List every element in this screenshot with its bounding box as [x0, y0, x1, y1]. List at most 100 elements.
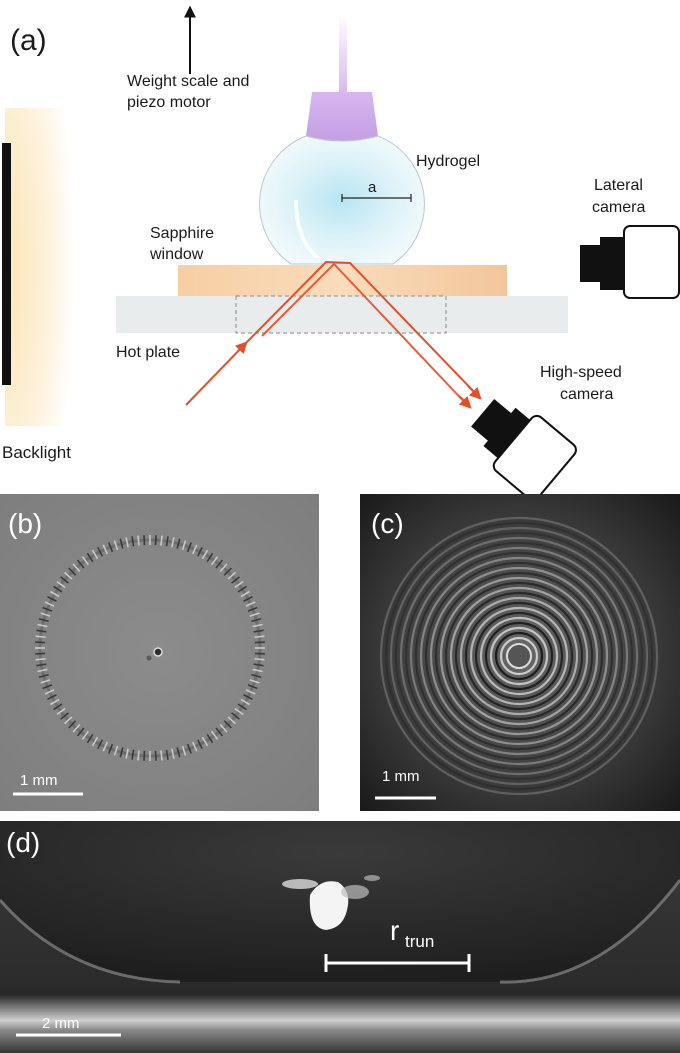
fringe-mark — [44, 601, 55, 607]
lateral-camera — [580, 225, 680, 299]
panel-c-label: (c) — [371, 508, 404, 539]
fringe-mark — [53, 703, 63, 711]
fringe-mark — [237, 585, 247, 593]
fringe-mark — [206, 552, 214, 563]
center-spot — [153, 647, 163, 657]
fringe-mark — [176, 747, 181, 758]
radius-label: a — [368, 179, 377, 196]
fringe-ring — [469, 606, 569, 706]
fringe-mark — [42, 684, 53, 690]
sapphire-window — [178, 265, 507, 296]
panel-d: (d) r trun 2 mm — [0, 821, 680, 1053]
fringe-mark — [113, 745, 119, 756]
fringe-mark — [219, 563, 228, 572]
hydrogel-highlight — [294, 199, 320, 260]
fringe-ring — [454, 591, 584, 721]
panel-b-label: (b) — [8, 508, 42, 539]
fringe-mark — [60, 576, 69, 584]
laser-path-2 — [261, 262, 471, 409]
fringe-mark — [165, 536, 169, 547]
fringe-mark — [119, 538, 124, 549]
fringe-mark — [137, 750, 140, 761]
fringe-mark — [154, 535, 157, 546]
fringe-mark — [38, 673, 49, 679]
fringe-mark — [35, 635, 46, 639]
fringe-mark — [219, 724, 228, 733]
fringe-ring — [414, 551, 624, 761]
fringe-mark — [37, 668, 48, 673]
fringe-mark — [102, 544, 109, 555]
fringe-mark — [186, 743, 192, 754]
weight-scale-label-2: piezo motor — [127, 94, 211, 111]
sapphire-label-2: window — [149, 246, 204, 263]
fringe-mark — [143, 535, 146, 546]
fringe-mark — [56, 580, 66, 589]
fringe-mark — [35, 652, 46, 655]
fringe-mark — [160, 535, 163, 546]
fringe-mark — [40, 612, 51, 617]
fringe-mark — [102, 741, 109, 752]
fringe-mark — [50, 698, 60, 706]
fringe-mark — [223, 720, 232, 729]
backlight-label: Backlight — [2, 443, 71, 462]
fringe-mark — [125, 537, 129, 548]
ring-fringes — [35, 535, 265, 761]
fringe-mark — [227, 571, 236, 580]
fringe-mark — [215, 559, 223, 569]
fringe-mark — [91, 549, 99, 560]
fringe-mark — [252, 623, 263, 628]
fringe-ring — [489, 626, 549, 686]
fringe-ring — [394, 531, 644, 781]
fringe-mark — [131, 536, 135, 547]
hydrogel-label: Hydrogel — [416, 153, 480, 170]
laser-out-arrow-1 — [467, 385, 482, 400]
fringe-ring — [474, 611, 564, 701]
sapphire-label-1: Sapphire — [150, 225, 214, 242]
fringe-mark — [108, 743, 114, 754]
fringe-mark — [165, 749, 169, 760]
fringe-mark — [171, 748, 175, 759]
fringe-mark — [245, 689, 256, 695]
fringe-mark — [231, 712, 240, 720]
fringe-mark — [247, 684, 258, 690]
fringe-mark — [191, 544, 198, 555]
fringe-mark — [171, 537, 175, 548]
fringe-ring — [384, 521, 654, 791]
fringe-mark — [77, 727, 85, 737]
high-speed-camera-label-1: High-speed — [540, 364, 622, 381]
fringe-mark — [223, 567, 232, 576]
fringe-ring — [449, 586, 589, 726]
fringe-ring — [424, 561, 614, 751]
fringe-ring — [479, 616, 559, 696]
fringe-ring — [499, 636, 539, 676]
backlight-glow — [5, 108, 75, 426]
bright-reflection — [282, 875, 380, 930]
hot-plate-label: Hot plate — [116, 344, 180, 361]
fringe-mark — [42, 606, 53, 612]
panel-a-label: (a) — [10, 24, 47, 57]
fringe-mark — [131, 749, 135, 760]
fringe-mark — [196, 739, 203, 750]
fringe-mark — [81, 556, 89, 566]
fringe-mark — [72, 563, 81, 572]
fringe-mark — [251, 617, 262, 623]
panel-b-scale-label: 1 mm — [20, 772, 58, 789]
fringe-mark — [206, 733, 214, 744]
fringe-mark — [215, 727, 223, 737]
fringe-mark — [40, 679, 51, 684]
fringe-mark — [186, 542, 192, 553]
panel-c: (c) 1 mm — [360, 494, 680, 811]
fringe-ring — [434, 571, 604, 741]
fringe-mark — [38, 617, 49, 623]
contact-center — [506, 643, 532, 669]
fringe-ring — [399, 536, 639, 776]
hydrogel-holder — [306, 92, 378, 141]
fringe-mark — [125, 748, 129, 759]
fringe-ring — [409, 546, 629, 766]
fringe-mark — [35, 657, 46, 661]
fringe-mark — [254, 635, 265, 639]
fringe-mark — [37, 623, 48, 628]
fringe-mark — [47, 595, 57, 602]
fringe-mark — [60, 712, 69, 720]
fringe-mark — [53, 585, 63, 593]
